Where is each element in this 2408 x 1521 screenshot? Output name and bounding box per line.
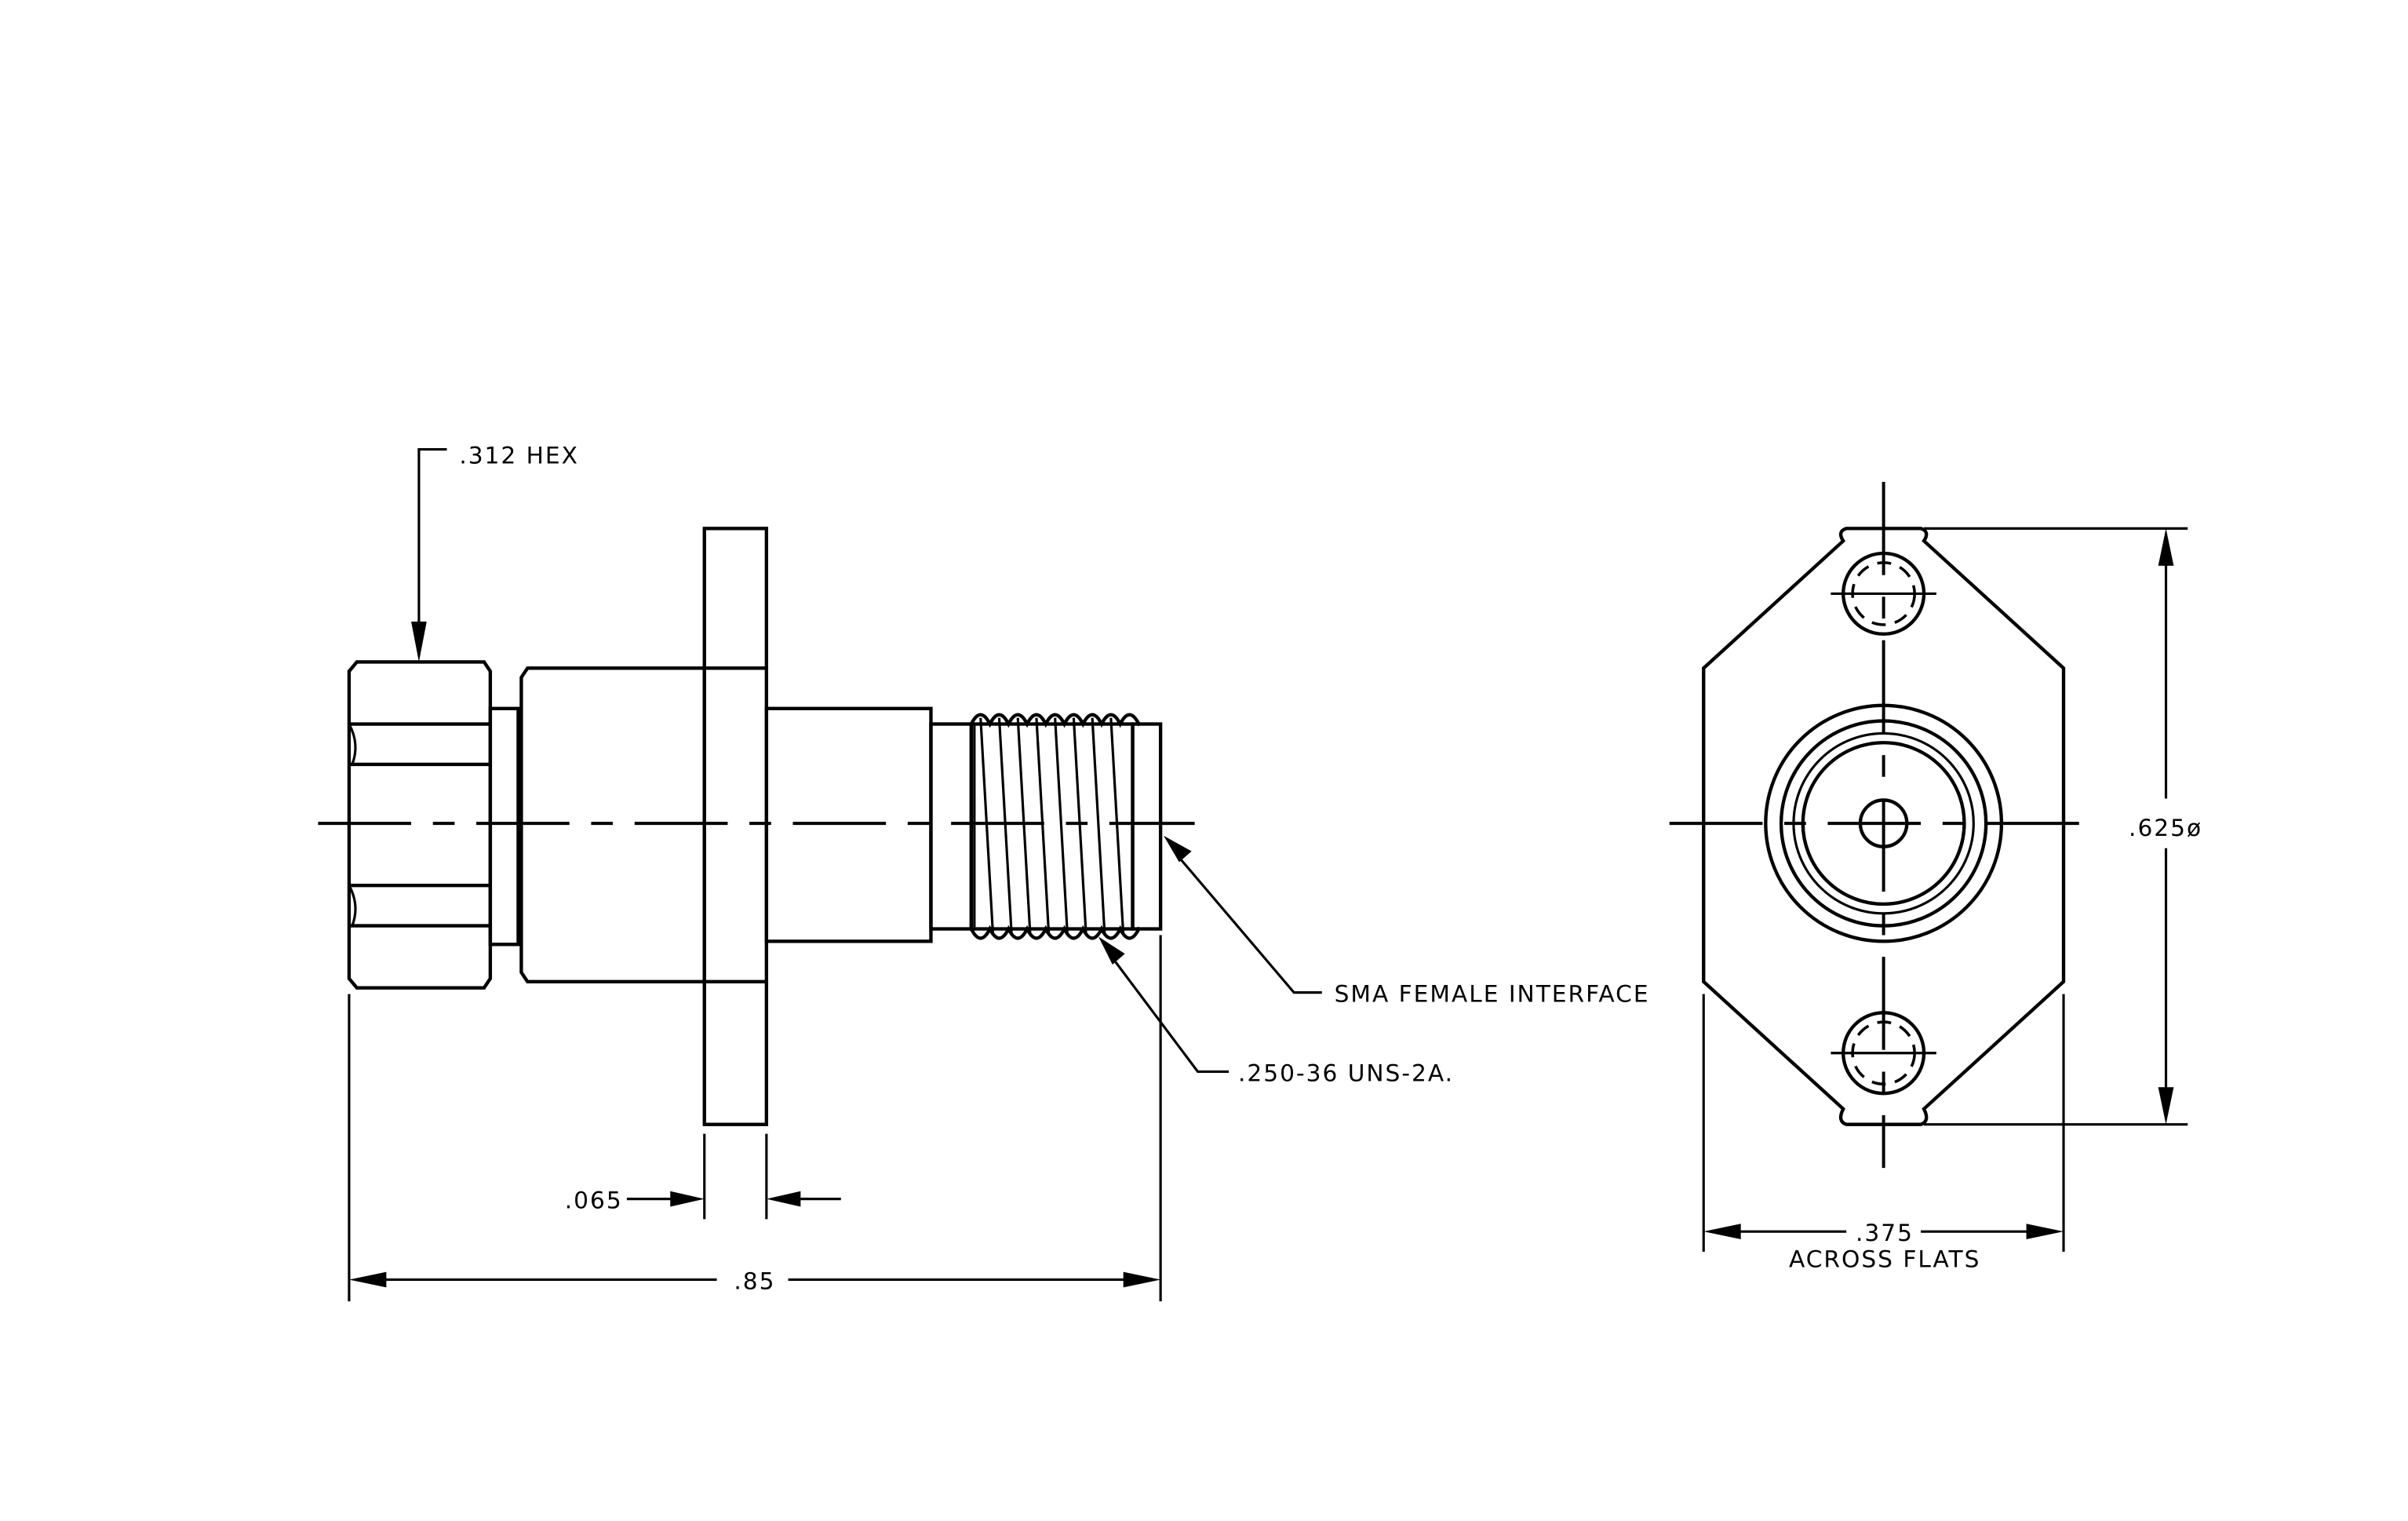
collar	[929, 722, 974, 931]
flange	[702, 527, 769, 1126]
flange-outline	[1702, 527, 2066, 1126]
top-bolt-hole	[1831, 551, 1936, 636]
rear-body	[764, 706, 933, 943]
sma-callout	[1164, 835, 1322, 994]
flange-thickness-dimension	[626, 1133, 841, 1220]
across-flats-value: .375	[1856, 1219, 1914, 1246]
overall-length-label: .85	[734, 1267, 775, 1294]
across-flats-dimension	[1702, 994, 2065, 1252]
across-flats-label: ACROSS FLATS	[1789, 1246, 1980, 1273]
bottom-bolt-hole	[1831, 1011, 1936, 1096]
thread-label: .250-36 UNS-2A.	[1238, 1059, 1454, 1086]
thread-callout	[1098, 936, 1230, 1074]
overall-length-dimension	[348, 935, 1162, 1302]
hex-nut	[347, 660, 493, 990]
front-nose	[1131, 722, 1163, 931]
neck	[488, 706, 520, 947]
hex-callout	[411, 447, 447, 662]
side-view: .312 HEX SMA FEMALE INTERFACE .250-36 UN…	[318, 441, 1650, 1302]
sma-label: SMA FEMALE INTERFACE	[1335, 979, 1650, 1007]
interface-circles	[1764, 703, 2004, 943]
flange-thickness-label: .065	[565, 1186, 623, 1213]
threaded-section	[968, 713, 1142, 940]
front-view: .625ø .375 ACROSS FLATS	[1669, 482, 2202, 1273]
hex-label: .312 HEX	[459, 441, 579, 469]
diameter-dimension	[1924, 527, 2188, 1126]
diameter-label: .625ø	[2129, 814, 2202, 841]
